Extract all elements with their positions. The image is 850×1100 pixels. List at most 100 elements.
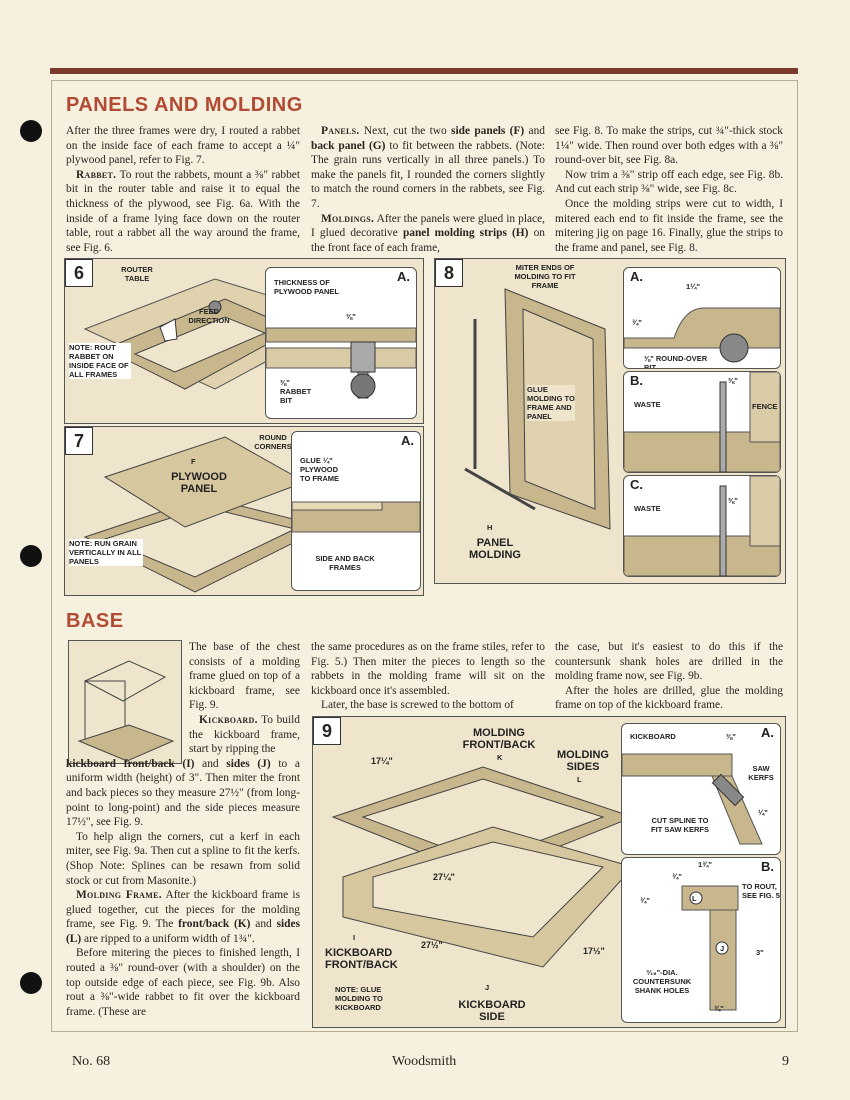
rabbet-bit-detail <box>266 327 416 399</box>
inset-letter: b. <box>761 859 774 874</box>
kickboard-lead: Kickboard. <box>199 713 258 726</box>
thickness-dim: ¾" <box>632 318 642 327</box>
sides-j-ref: sides (J) <box>226 757 271 770</box>
issue-number: No. 68 <box>72 1054 111 1069</box>
kickboard-label: KICKBOARD <box>630 732 676 741</box>
figure-6a-inset: a. THICKNESS OF PLYWOOD PANEL ⅜" ⅜" RABB… <box>265 267 417 419</box>
kickboard-paragraph-cont: kickboard front/back (I) and sides (J) t… <box>66 757 300 830</box>
roundover-bit-label: ⅜" ROUND-OVER BIT <box>644 354 708 369</box>
figure-number: 9 <box>313 717 341 745</box>
binder-hole-bottom <box>20 972 42 994</box>
cut-spline-label: CUT SPLINE TO FIT SAW KERFS <box>651 816 709 834</box>
molding-frame-lead: Molding Frame. <box>76 889 162 902</box>
dim-27-quarter: 27¼" <box>433 872 455 882</box>
countersunk-paragraph: the case, but it's easiest to do this if… <box>555 641 783 683</box>
width-dim: 1¼" <box>686 282 700 291</box>
thickness-label: THICKNESS OF PLYWOOD PANEL <box>274 278 340 296</box>
strip-dim: ⅜" <box>728 376 738 385</box>
molding-front-back-label: MOLDING FRONT/BACK <box>462 727 536 751</box>
molding-frame-paragraph: Molding Frame. After the kickboard frame… <box>66 888 300 946</box>
inset-letter: a. <box>630 269 643 284</box>
roundover-paragraph: Before mitering the pieces to finished l… <box>66 947 300 1018</box>
section-heading-base: BASE <box>66 610 124 632</box>
molding-sides-label: MOLDING SIDES <box>557 749 609 773</box>
frame-panel-illustration <box>464 288 611 530</box>
inset-letter: a. <box>761 725 774 740</box>
shank-hole-label: ³⁄₁₆"-DIA. COUNTERSUNK SHANK HOLES <box>632 968 692 995</box>
moldings-text-b: on the front face of each frame, <box>311 227 545 254</box>
back-panel-ref: back panel (G) <box>311 139 386 152</box>
base-column-1: The base of the chest consists of a mold… <box>66 640 300 1019</box>
roundover-detail <box>624 307 780 363</box>
shoulder-dim: ¾" <box>672 872 682 881</box>
side-back-frames-label: SIDE AND BACK FRAMES <box>315 554 375 572</box>
dim-17-half: 17½" <box>583 946 605 956</box>
glue-plywood-label: GLUE ¼" PLYWOOD TO FRAME <box>300 456 340 483</box>
plywood-frame-detail <box>292 501 420 533</box>
miter-paragraph: Once the molding strips were cut to widt… <box>555 197 783 254</box>
kickboard-text-a: To build the kickboard frame, start by r… <box>189 713 300 756</box>
panel-frame-illustration <box>83 436 327 593</box>
height-dim: 3" <box>756 948 764 957</box>
part-k-marker: K <box>497 753 503 762</box>
rabbet-bit-label: ⅜" RABBET BIT <box>280 378 312 405</box>
rabbet-text: To rout the rabbets, mount a ⅜" rabbet b… <box>66 168 300 254</box>
figure-6: 6 ROUTER TABLE FEED DIRECTION NOTE: ROUT… <box>64 258 424 424</box>
procedures-paragraph: the same procedures as on the frame stil… <box>311 641 545 697</box>
panels-intro: After the three frames were dry, I route… <box>66 125 300 167</box>
panels-column-3: see Fig. 8. To make the strips, cut ¾"-t… <box>555 124 783 255</box>
trim-paragraph: Now trim a ⅜" strip off each edge, see F… <box>555 168 783 196</box>
binder-hole-top <box>20 120 42 142</box>
part-i-marker: I <box>353 933 356 942</box>
side-panels-ref: side panels (F) <box>451 125 525 137</box>
figure-7a-inset: a. GLUE ¼" PLYWOOD TO FRAME SIDE AND BAC… <box>291 431 421 591</box>
panels-lead: Panels. <box>321 125 360 137</box>
glue-molding-label: GLUE MOLDING TO FRAME AND PANEL <box>527 385 575 421</box>
panel-molding-label: PANEL MOLDING <box>469 537 521 561</box>
top-rule <box>50 68 798 74</box>
figure-7: 7 ROUND CORNERS F PLYWOOD PANEL NOTE: RU… <box>64 426 424 596</box>
thickness-dim: ¾" <box>640 896 650 905</box>
figure-9a-inset: KICKBOARD ⅜" a. SAW KERFS ¼" CUT SPLINE … <box>621 723 781 855</box>
cut-strip-detail <box>624 476 780 576</box>
waste-label: WASTE <box>634 400 661 409</box>
binder-hole-middle <box>20 545 42 567</box>
figure-9: 9 MOLDING FRONT/BACK K MOLDING SIDES L 1… <box>312 716 786 1028</box>
rabbet-width-dim: ⅜" <box>346 312 356 321</box>
waste-label: WASTE <box>634 504 661 513</box>
spline-dim: ⅜" <box>726 732 736 741</box>
kickboard-paragraph: Kickboard. To build the kickboard frame,… <box>189 713 300 757</box>
strips-paragraph: see Fig. 8. To make the strips, cut ¾"-t… <box>555 125 783 167</box>
rout-note: NOTE: ROUT RABBET ON INSIDE FACE OF ALL … <box>69 343 131 379</box>
moldings-lead: Moldings. <box>321 212 375 225</box>
trim-strip-detail <box>624 372 780 472</box>
moldings-text-a: After the panels were glued in place, I … <box>311 212 545 240</box>
panels-text-b: and <box>528 125 545 137</box>
kickboard-side-label: KICKBOARD SIDE <box>458 999 526 1023</box>
plywood-panel-label: PLYWOOD PANEL <box>171 471 227 495</box>
molding-text-c: are ripped to a uniform width of 1¾". <box>84 932 255 945</box>
align-paragraph: To help align the corners, cut a kerf in… <box>66 830 300 887</box>
glue-molding-note: NOTE: GLUE MOLDING TO KICKBOARD <box>335 985 383 1012</box>
kickboard-thickness-dim: ¾" <box>714 1004 724 1013</box>
base-intro-wrap: The base of the chest consists of a mold… <box>189 640 300 713</box>
molding-text-b: and <box>255 918 272 931</box>
inset-letter: b. <box>630 373 643 388</box>
kerf-dim: ¼" <box>758 808 768 817</box>
kickboard-text-c: to a uniform width (height) of 3". Then … <box>66 757 300 829</box>
glue-frame-paragraph: After the holes are drilled, glue the mo… <box>555 684 783 712</box>
molding-frame-detail <box>681 885 739 1011</box>
grain-note: NOTE: RUN GRAIN VERTICALLY IN ALL PANELS <box>69 539 143 566</box>
panels-paragraph: Panels. Next, cut the two side panels (F… <box>311 124 545 212</box>
strip-dim: ⅜" <box>728 496 738 505</box>
screwed-paragraph: Later, the base is screwed to the bottom… <box>321 699 514 712</box>
front-back-k-ref: front/back (K) <box>178 918 251 931</box>
moldings-paragraph: Moldings. After the panels were glued in… <box>311 212 545 256</box>
figure-number: 8 <box>435 259 463 287</box>
part-l-marker: L <box>577 775 582 784</box>
part-j-marker: J <box>485 983 490 992</box>
rout-reference: TO ROUT, SEE FIG. 5 <box>742 882 780 900</box>
saw-kerfs-label: SAW KERFS <box>748 764 774 782</box>
rabbet-paragraph: Rabbet. To rout the rabbets, mount a ⅜" … <box>66 168 300 256</box>
figure-8: 8 MITER ENDS OF MOLDING TO FIT FRAME GLU… <box>434 258 786 584</box>
